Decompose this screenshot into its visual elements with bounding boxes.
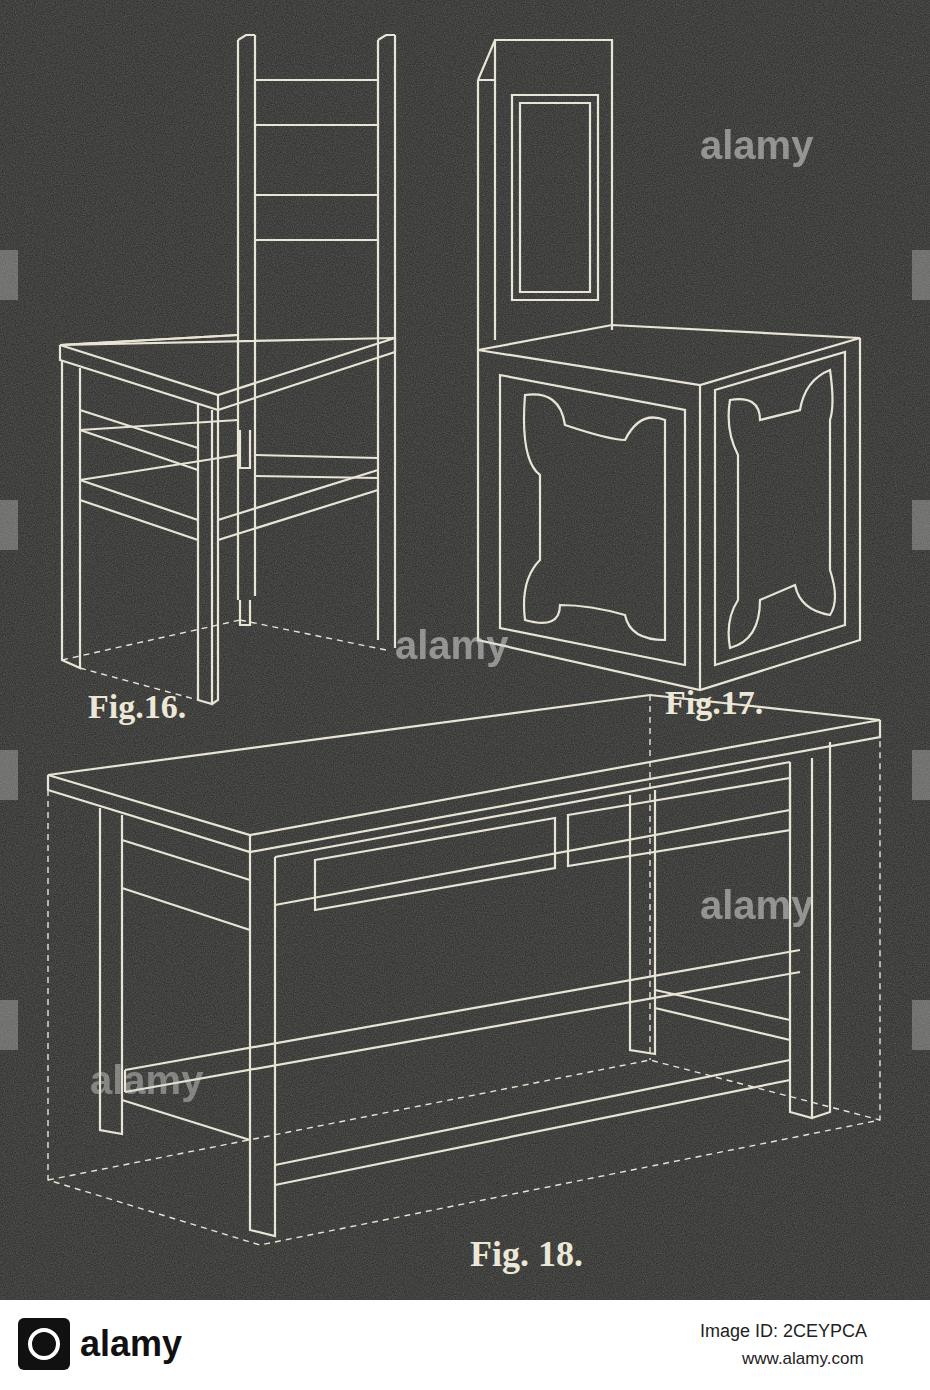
footer-url: www.alamy.com <box>742 1350 864 1367</box>
watermark-strips <box>0 250 930 1050</box>
watermark: alamy <box>395 625 508 665</box>
figure-label: Fig.17. <box>665 686 763 720</box>
footer-logo <box>18 1318 70 1370</box>
chair-fig16 <box>60 35 395 704</box>
image-id: Image ID: 2CEYPCA <box>700 1322 867 1340</box>
dark-ground <box>0 0 930 1300</box>
figure-label: Fig. 18. <box>470 1236 583 1272</box>
watermark: alamy <box>700 885 813 925</box>
watermark: alamy <box>90 1060 203 1100</box>
figure-label: Fig.16. <box>88 690 186 724</box>
chair-fig17 <box>478 40 860 690</box>
watermark: alamy <box>700 125 813 165</box>
table-fig18 <box>48 695 880 1245</box>
grain <box>0 0 930 1300</box>
footer-logo-text: alamy <box>80 1326 182 1362</box>
footer-bar <box>0 1300 930 1390</box>
